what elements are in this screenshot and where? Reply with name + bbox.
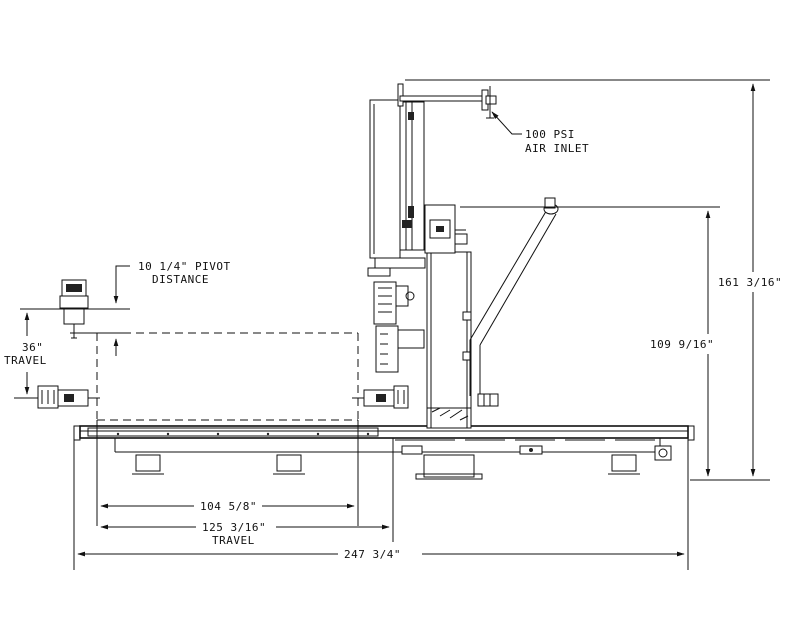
dim-104 [96, 420, 359, 526]
air-inlet-label-2: AIR INLET [525, 142, 589, 155]
travel-envelope [96, 332, 359, 421]
air-inlet-leader [491, 111, 522, 135]
air-inlet-fitting [481, 86, 497, 119]
dim-109-label: 109 9/16" [650, 338, 714, 351]
dim-109 [460, 206, 720, 477]
pivot-label-2: DISTANCE [152, 273, 209, 286]
air-inlet-label-1: 100 PSI [525, 128, 575, 141]
dim-125 [100, 438, 394, 542]
machine-column [426, 251, 472, 429]
dim-104-label: 104 5/8" [200, 500, 257, 513]
weld-head-right [352, 385, 409, 409]
dim-247-label: 247 3/4" [344, 548, 401, 561]
travel-36-label-2: TRAVEL [4, 354, 47, 367]
travel-36-label-1: 36" [22, 341, 43, 354]
dim-pivot [20, 265, 130, 356]
dim-125-label-2: TRAVEL [212, 534, 255, 547]
dim-161 [405, 79, 770, 481]
swing-arm [469, 197, 559, 407]
dim-247 [73, 440, 689, 570]
dim-125-label-1: 125 3/16" [202, 521, 266, 534]
dim-161-label: 161 3/16" [718, 276, 782, 289]
weld-head-left [37, 385, 100, 409]
machine-base [73, 425, 695, 480]
upper-mast [367, 83, 491, 373]
pivot-label-1: 10 1/4" PIVOT [138, 260, 231, 273]
dim-36 [14, 312, 38, 399]
weld-head-top [59, 279, 89, 339]
